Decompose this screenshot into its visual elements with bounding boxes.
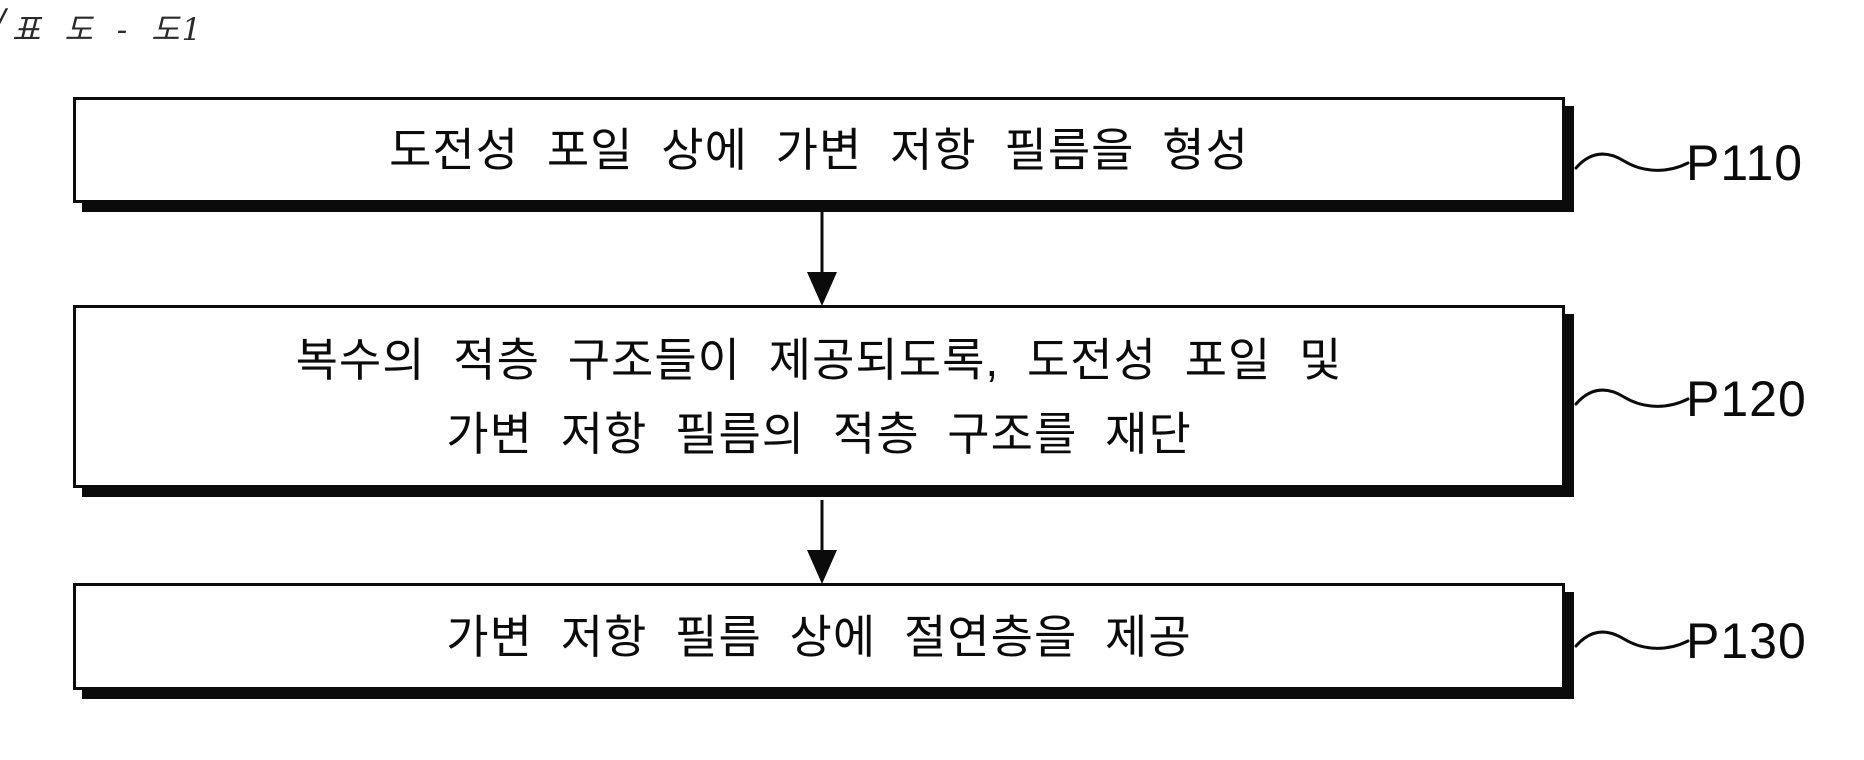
tilde-connector-p110 <box>1574 146 1690 186</box>
reference-label-p120: P120 <box>1686 371 1807 427</box>
figure-caption: 표 도 - 도1 <box>12 12 204 48</box>
reference-label-p110: P110 <box>1686 135 1804 191</box>
arrow-head <box>807 550 837 584</box>
process-step-box-p130: 가변 저항 필름 상에 절연층을 제공 <box>73 583 1565 690</box>
process-step-box-p110: 도전성 포일 상에 가변 저항 필름을 형성 <box>73 97 1565 203</box>
step-text-line-2: 가변 저항 필름의 적층 구조를 재단 <box>446 407 1192 460</box>
down-arrow-icon <box>806 500 838 584</box>
down-arrow-icon <box>806 212 838 306</box>
wave-line-icon <box>1574 152 1690 172</box>
process-step-box-p120: 복수의 적층 구조들이 제공되도록, 도전성 포일 및 가변 저항 필름의 적층… <box>73 305 1565 488</box>
step-text: 도전성 포일 상에 가변 저항 필름을 형성 <box>389 124 1249 176</box>
tilde-connector-p120 <box>1574 382 1690 422</box>
reference-label-p130: P130 <box>1686 613 1807 669</box>
arrow-shaft <box>820 212 824 276</box>
arrow-shaft <box>820 500 824 554</box>
arrow-head <box>807 272 837 306</box>
wave-line-icon <box>1574 388 1690 408</box>
step-text: 가변 저항 필름 상에 절연층을 제공 <box>446 610 1192 663</box>
wave-line-icon <box>1574 630 1690 650</box>
step-text-line-1: 복수의 적층 구조들이 제공되도록, 도전성 포일 및 <box>295 333 1343 386</box>
cropped-edge-glyph: / <box>0 2 8 40</box>
tilde-connector-p130 <box>1574 624 1690 664</box>
